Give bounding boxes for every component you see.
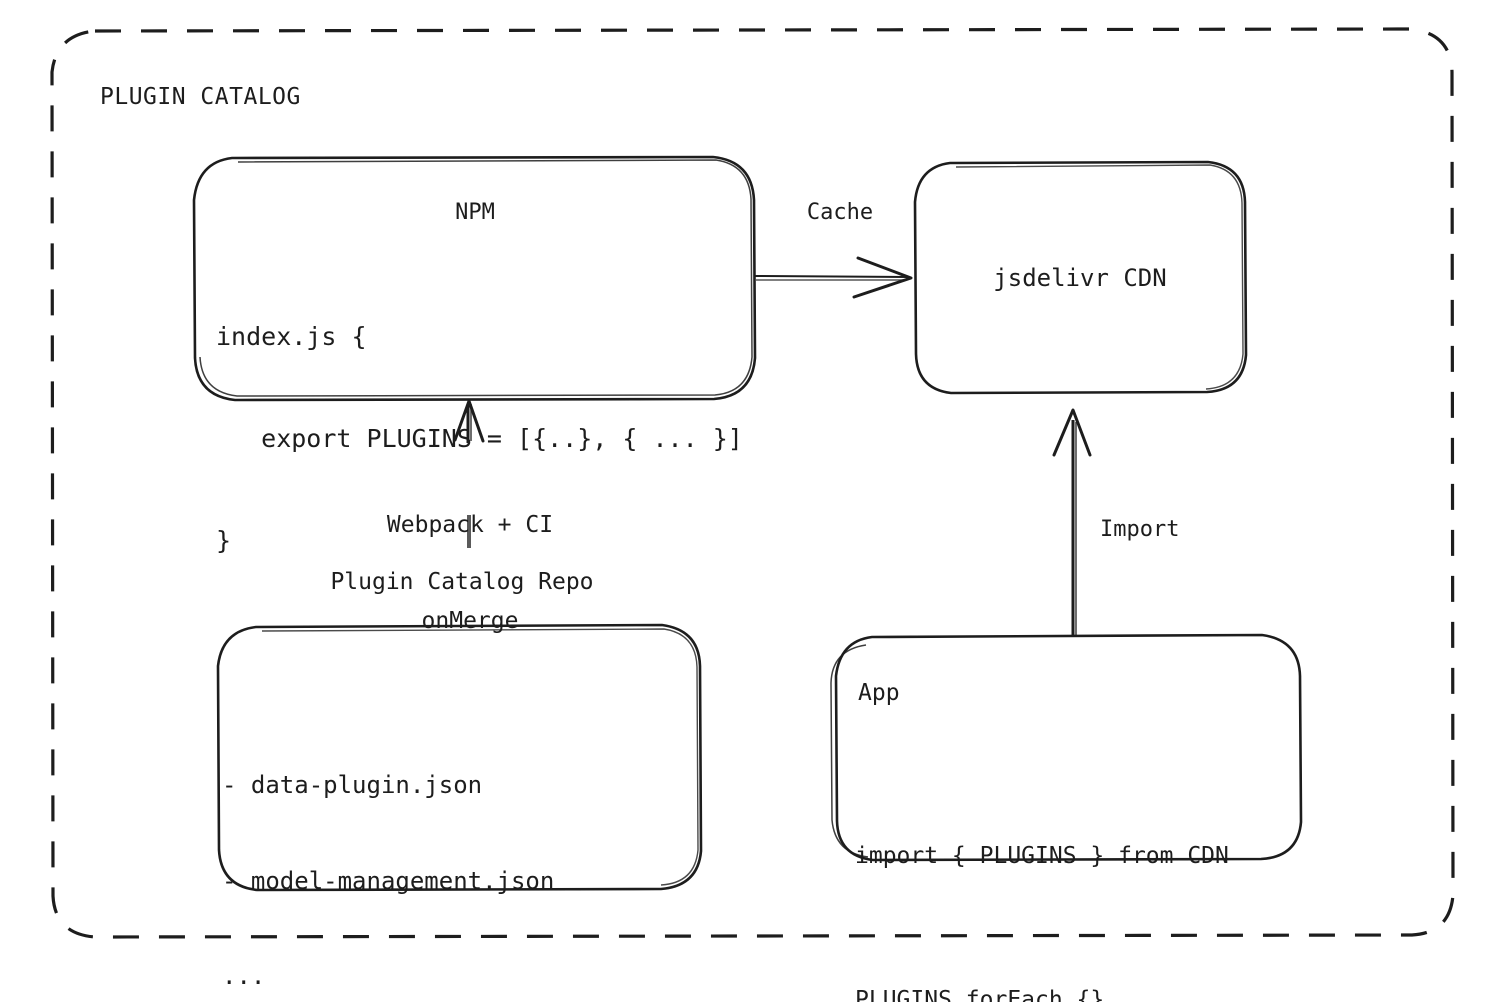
npm-code-line-3: } [216, 526, 232, 555]
edge-npm-to-cdn [754, 256, 913, 299]
edge-label-webpack-ci-line-2: onMerge [421, 607, 519, 634]
npm-code-line-1: index.js { [216, 322, 367, 351]
cdn-node-title: jsdelivr CDN [993, 264, 1167, 292]
npm-node-code: index.js { export PLUGINS = [{..}, { ...… [216, 252, 743, 626]
repo-file-item: - data-plugin.json [222, 770, 483, 799]
edge-label-import: Import [1100, 517, 1180, 542]
app-code-line-2: PLUGINS.forEach {} [855, 987, 1105, 1002]
edge-label-cache: Cache [806, 200, 874, 225]
repo-node-file-list: - data-plugin.json - model-management.js… [222, 706, 554, 1002]
app-node-title: App [858, 680, 900, 706]
npm-code-line-2: export PLUGINS = [{..}, { ... }] [216, 424, 743, 453]
repo-file-item: - model-management.json [222, 866, 555, 895]
repo-file-item: ... [222, 962, 266, 991]
npm-node-title: NPM [455, 200, 495, 225]
repo-node-caption: Plugin Catalog Repo [330, 569, 594, 595]
edge-app-to-cdn [1052, 408, 1092, 637]
edge-label-webpack-ci: Webpack + CI onMerge [340, 447, 600, 701]
app-node-code: import { PLUGINS } from CDN PLUGINS.forE… [855, 735, 1229, 1002]
group-title: PLUGIN CATALOG [100, 84, 301, 110]
edge-label-webpack-ci-line-1: Webpack + CI [386, 512, 554, 539]
app-code-line-1: import { PLUGINS } from CDN [855, 842, 1229, 869]
